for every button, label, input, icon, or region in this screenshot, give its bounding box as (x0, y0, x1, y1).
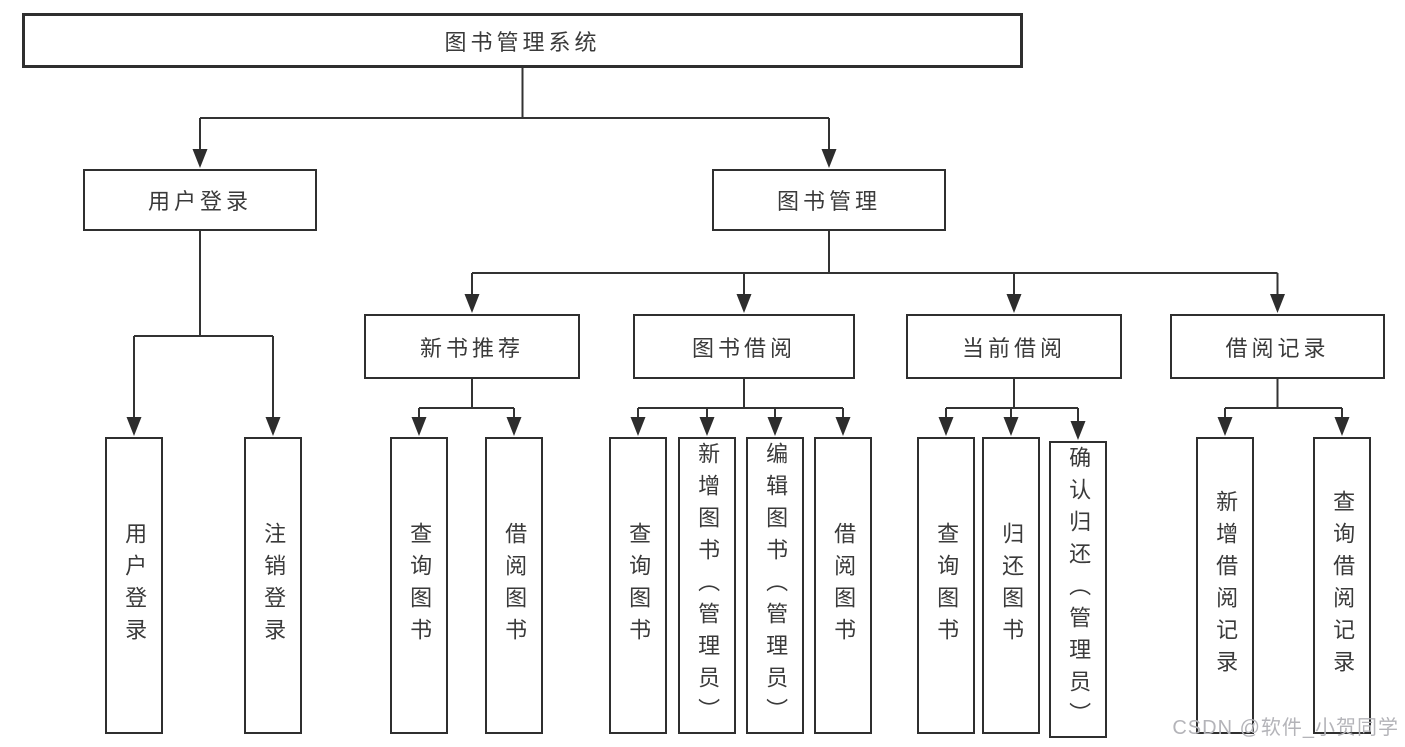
node-confirm-return-admin: 确认归还（管理员） (1049, 441, 1107, 738)
node-label: 归还图书 (999, 521, 1025, 650)
node-query-borrow-record: 查询借阅记录 (1313, 437, 1371, 734)
node-label: 借阅图书 (831, 521, 857, 650)
node-label: 图书借阅 (691, 335, 796, 361)
arrowheads (126, 149, 1350, 440)
node-query-books-recommend: 查询图书 (390, 437, 448, 734)
node-label: 图书管理系统 (444, 29, 601, 55)
node-book-management: 图书管理 (712, 169, 946, 231)
node-label: 查询借阅记录 (1330, 489, 1356, 682)
node-label: 用户登录 (122, 521, 148, 650)
node-label: 注销登录 (261, 521, 287, 650)
node-borrow-books-recommend: 借阅图书 (485, 437, 543, 734)
node-label: 借阅图书 (502, 521, 528, 650)
node-label: 新书推荐 (419, 335, 524, 361)
node-book-borrowing: 图书借阅 (633, 314, 855, 379)
node-query-books-current: 查询图书 (917, 437, 975, 734)
csdn-watermark: CSDN @软件_小贺同学 (1172, 717, 1399, 739)
node-logout: 注销登录 (244, 437, 302, 734)
node-borrowing-records: 借阅记录 (1170, 314, 1385, 379)
node-label: 借阅记录 (1225, 335, 1330, 361)
node-label: 确认归还（管理员） (1066, 445, 1092, 734)
node-label: 新增图书（管理员） (695, 441, 721, 730)
node-add-books-admin: 新增图书（管理员） (678, 437, 736, 734)
node-return-books: 归还图书 (982, 437, 1040, 734)
node-label: 查询图书 (626, 521, 652, 650)
node-new-book-recommendation: 新书推荐 (364, 314, 580, 379)
node-edit-books-admin: 编辑图书（管理员） (746, 437, 804, 734)
tree-edges (133, 68, 1343, 423)
node-label: 查询图书 (934, 521, 960, 650)
node-borrow-books: 借阅图书 (814, 437, 872, 734)
node-add-borrow-record: 新增借阅记录 (1196, 437, 1254, 734)
node-current-borrowing: 当前借阅 (906, 314, 1122, 379)
node-library-system: 图书管理系统 (22, 13, 1023, 68)
node-label: 图书管理 (776, 189, 881, 214)
node-label: 当前借阅 (961, 335, 1066, 361)
node-label: 编辑图书（管理员） (763, 441, 789, 730)
node-user-login: 用户登录 (83, 169, 317, 231)
node-user-login-leaf: 用户登录 (105, 437, 163, 734)
node-label: 新增借阅记录 (1213, 489, 1239, 682)
node-label: 用户登录 (147, 189, 252, 214)
node-query-books-borrowing: 查询图书 (609, 437, 667, 734)
node-label: 查询图书 (407, 521, 433, 650)
